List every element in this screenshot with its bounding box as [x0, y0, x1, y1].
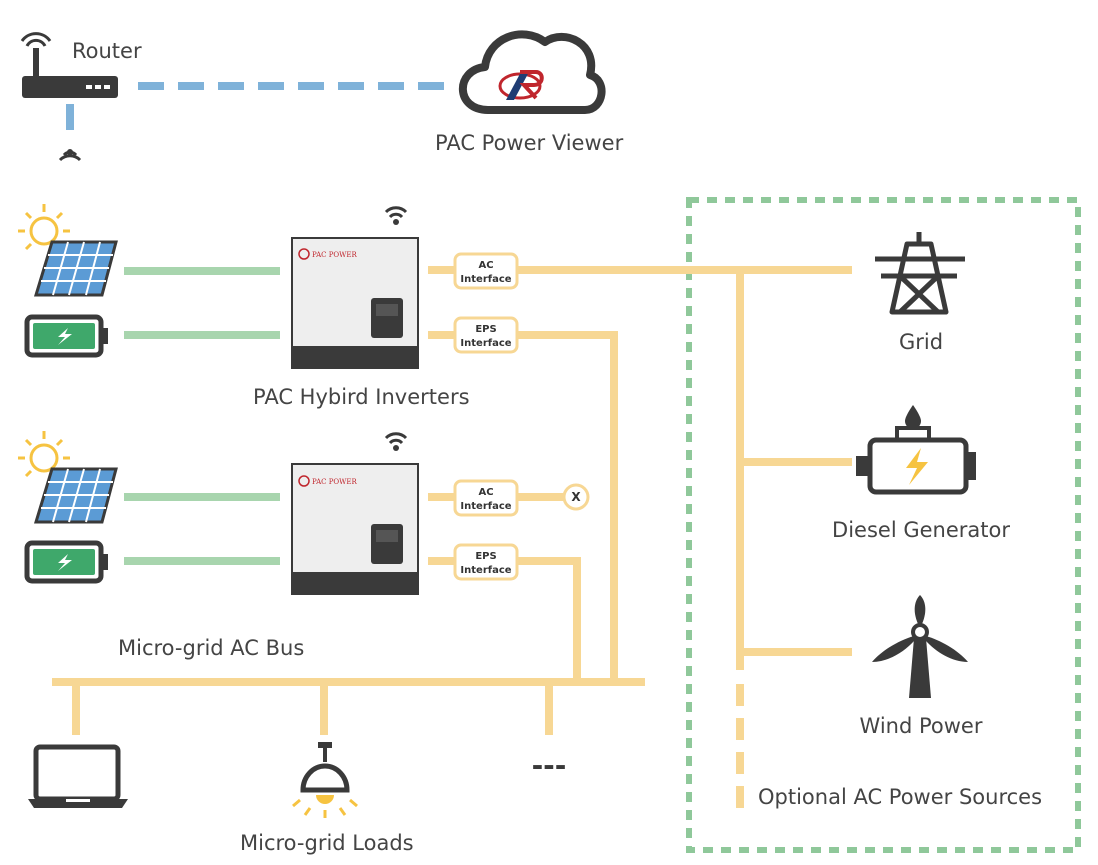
router-label: Router — [72, 39, 142, 63]
ac-lines — [52, 266, 852, 810]
grid-label: Grid — [899, 330, 943, 354]
viewer-label: PAC Power Viewer — [435, 131, 624, 155]
svg-text:Interface: Interface — [460, 338, 511, 349]
dc-lines — [124, 267, 280, 565]
cloud-icon — [458, 30, 606, 114]
diesel-label: Diesel Generator — [832, 518, 1010, 542]
svg-text:EPS: EPS — [475, 324, 496, 335]
inverter-1-wifi-icon — [384, 206, 408, 225]
optional-sources-label: Optional AC Power Sources — [758, 785, 1042, 809]
sun-icon — [18, 431, 70, 478]
solar-panel-icon — [33, 240, 118, 297]
wind-turbine-icon — [872, 595, 968, 698]
more-loads: --- — [532, 749, 567, 782]
svg-text:EPS: EPS — [475, 551, 496, 562]
ac-interface-1: AC Interface — [453, 252, 519, 290]
ac-interface-2: AC Interface — [453, 479, 519, 517]
network-lines — [66, 82, 450, 130]
pac-logo-icon — [498, 70, 544, 100]
svg-text:AC: AC — [478, 260, 493, 271]
inverter-2-wifi-icon — [384, 432, 408, 451]
inverter-2: PAC POWER — [291, 432, 419, 595]
diesel-generator-icon — [856, 405, 976, 495]
eps-interface-1: EPS Interface — [453, 316, 519, 354]
ac-bus-label: Micro-grid AC Bus — [118, 636, 304, 660]
inverter-2-brand: PAC POWER — [312, 478, 357, 486]
lamp-icon — [292, 742, 358, 818]
router-wifi-icon — [20, 32, 52, 47]
battery-icon — [24, 540, 108, 584]
laptop-icon — [28, 744, 128, 808]
sun-icon — [18, 204, 70, 251]
battery-icon — [24, 314, 108, 358]
wind-label: Wind Power — [860, 714, 983, 738]
inverter-1-brand: PAC POWER — [312, 251, 357, 259]
optional-sources-border — [686, 197, 1081, 853]
inverter-1: PAC POWER — [291, 206, 419, 369]
router: Router — [20, 32, 142, 162]
signal-icon — [58, 149, 82, 162]
svg-text:Interface: Interface — [460, 565, 511, 576]
pac-power-viewer: PAC Power Viewer — [435, 30, 624, 155]
svg-text:AC: AC — [478, 487, 493, 498]
hybrid-inverters-label: PAC Hybird Inverters — [253, 385, 470, 409]
svg-text:Interface: Interface — [460, 274, 511, 285]
loads-label: Micro-grid Loads — [240, 831, 414, 855]
solar-panel-icon — [33, 467, 118, 524]
disconnected-mark: X — [562, 483, 590, 511]
router-icon — [22, 76, 118, 98]
grid-tower-icon — [875, 232, 965, 315]
svg-text:X: X — [571, 490, 581, 504]
svg-text:Interface: Interface — [460, 501, 511, 512]
eps-interface-2: EPS Interface — [453, 543, 519, 581]
